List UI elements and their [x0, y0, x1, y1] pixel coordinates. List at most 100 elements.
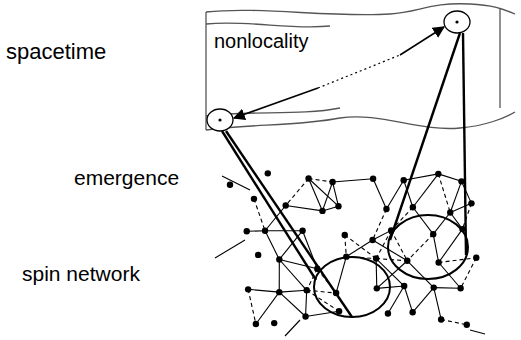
- spin-network: [215, 170, 485, 336]
- network-vertex: [409, 309, 415, 315]
- network-link: [254, 199, 265, 231]
- network-link: [438, 174, 450, 213]
- network-link: [256, 292, 279, 324]
- network-vertex: [302, 313, 308, 319]
- network-link: [286, 205, 323, 210]
- network-vertex: [251, 196, 257, 202]
- network-link: [439, 229, 463, 262]
- network-link: [309, 179, 323, 211]
- network-link: [470, 330, 485, 334]
- network-vertex: [299, 228, 305, 234]
- network-link: [307, 290, 339, 311]
- network-vertex: [336, 308, 342, 314]
- network-link: [322, 182, 332, 211]
- network-link: [336, 257, 346, 293]
- network-link: [215, 240, 245, 258]
- network-link: [404, 286, 412, 312]
- network-link: [265, 231, 279, 260]
- network-link: [279, 292, 305, 316]
- point-dot: [218, 118, 221, 121]
- network-link: [391, 230, 407, 260]
- network-vertex: [227, 182, 233, 188]
- network-link: [279, 260, 317, 269]
- network-link: [441, 319, 467, 324]
- network-vertex: [342, 232, 348, 238]
- network-vertex: [244, 228, 250, 234]
- network-link: [222, 176, 250, 190]
- network-link: [434, 287, 461, 289]
- network-link: [309, 179, 339, 207]
- network-vertex: [370, 175, 376, 181]
- spacetime-sheet: [206, 4, 515, 130]
- network-link: [461, 181, 471, 203]
- network-vertex: [410, 204, 416, 210]
- network-vertex: [473, 255, 479, 261]
- network-vertex: [435, 259, 441, 265]
- network-vertex: [468, 200, 474, 206]
- network-link: [333, 179, 374, 182]
- emergence-lines: [222, 33, 466, 317]
- network-vertex: [319, 208, 325, 214]
- network-link: [279, 260, 280, 293]
- network-link: [434, 288, 441, 320]
- network-vertex: [303, 287, 309, 293]
- network-link: [248, 289, 279, 292]
- network-link: [346, 240, 372, 257]
- network-vertex: [255, 252, 261, 258]
- network-link: [377, 261, 407, 289]
- network-vertex: [329, 179, 335, 185]
- network-vertex: [458, 178, 464, 184]
- network-link: [345, 235, 347, 257]
- network-link: [433, 234, 438, 262]
- network-link: [407, 261, 433, 288]
- network-vertex: [253, 321, 259, 327]
- network-link: [286, 179, 309, 206]
- spacetime-point: [207, 109, 233, 131]
- network-vertex: [430, 231, 436, 237]
- network-link: [279, 290, 306, 292]
- diagram-label: nonlocality: [214, 30, 309, 52]
- network-vertex: [457, 285, 463, 291]
- network-link: [333, 182, 339, 206]
- network-vertex: [400, 177, 406, 183]
- network-vertex: [447, 209, 453, 215]
- network-vertex: [385, 310, 391, 316]
- network-vertex: [305, 175, 311, 181]
- network-link: [407, 234, 433, 261]
- network-link: [404, 174, 439, 180]
- diagram-label: spin network: [22, 262, 140, 285]
- network-vertex: [404, 258, 410, 264]
- diagram-label: spacetime: [6, 40, 106, 64]
- network-link: [373, 209, 387, 240]
- network-vertex: [245, 286, 251, 292]
- network-vertex: [435, 171, 441, 177]
- network-vertex: [373, 255, 379, 261]
- network-link: [306, 290, 307, 316]
- network-link: [439, 258, 477, 263]
- network-link: [373, 179, 386, 209]
- network-vertex: [335, 203, 341, 209]
- network-link: [307, 290, 336, 293]
- network-vertex: [265, 170, 271, 176]
- network-vertex: [431, 284, 437, 290]
- point-dot: [455, 20, 458, 23]
- region-ellipse: [314, 257, 390, 317]
- diagram-label: emergence: [74, 166, 179, 189]
- network-vertex: [383, 206, 389, 212]
- network-vertex: [271, 320, 277, 326]
- network-link: [248, 289, 256, 324]
- network-link: [413, 207, 433, 234]
- network-vertex: [276, 289, 282, 295]
- network-link: [345, 235, 376, 259]
- network-link: [439, 263, 461, 289]
- region-ellipse: [388, 215, 468, 279]
- network-vertex: [401, 283, 407, 289]
- network-vertex: [282, 202, 288, 208]
- network-link: [413, 288, 434, 313]
- network-link: [438, 174, 461, 181]
- network-vertex: [276, 256, 282, 262]
- spacetime-point: [444, 11, 470, 33]
- network-vertex: [438, 316, 444, 322]
- network-link: [279, 260, 306, 291]
- network-link: [285, 320, 300, 336]
